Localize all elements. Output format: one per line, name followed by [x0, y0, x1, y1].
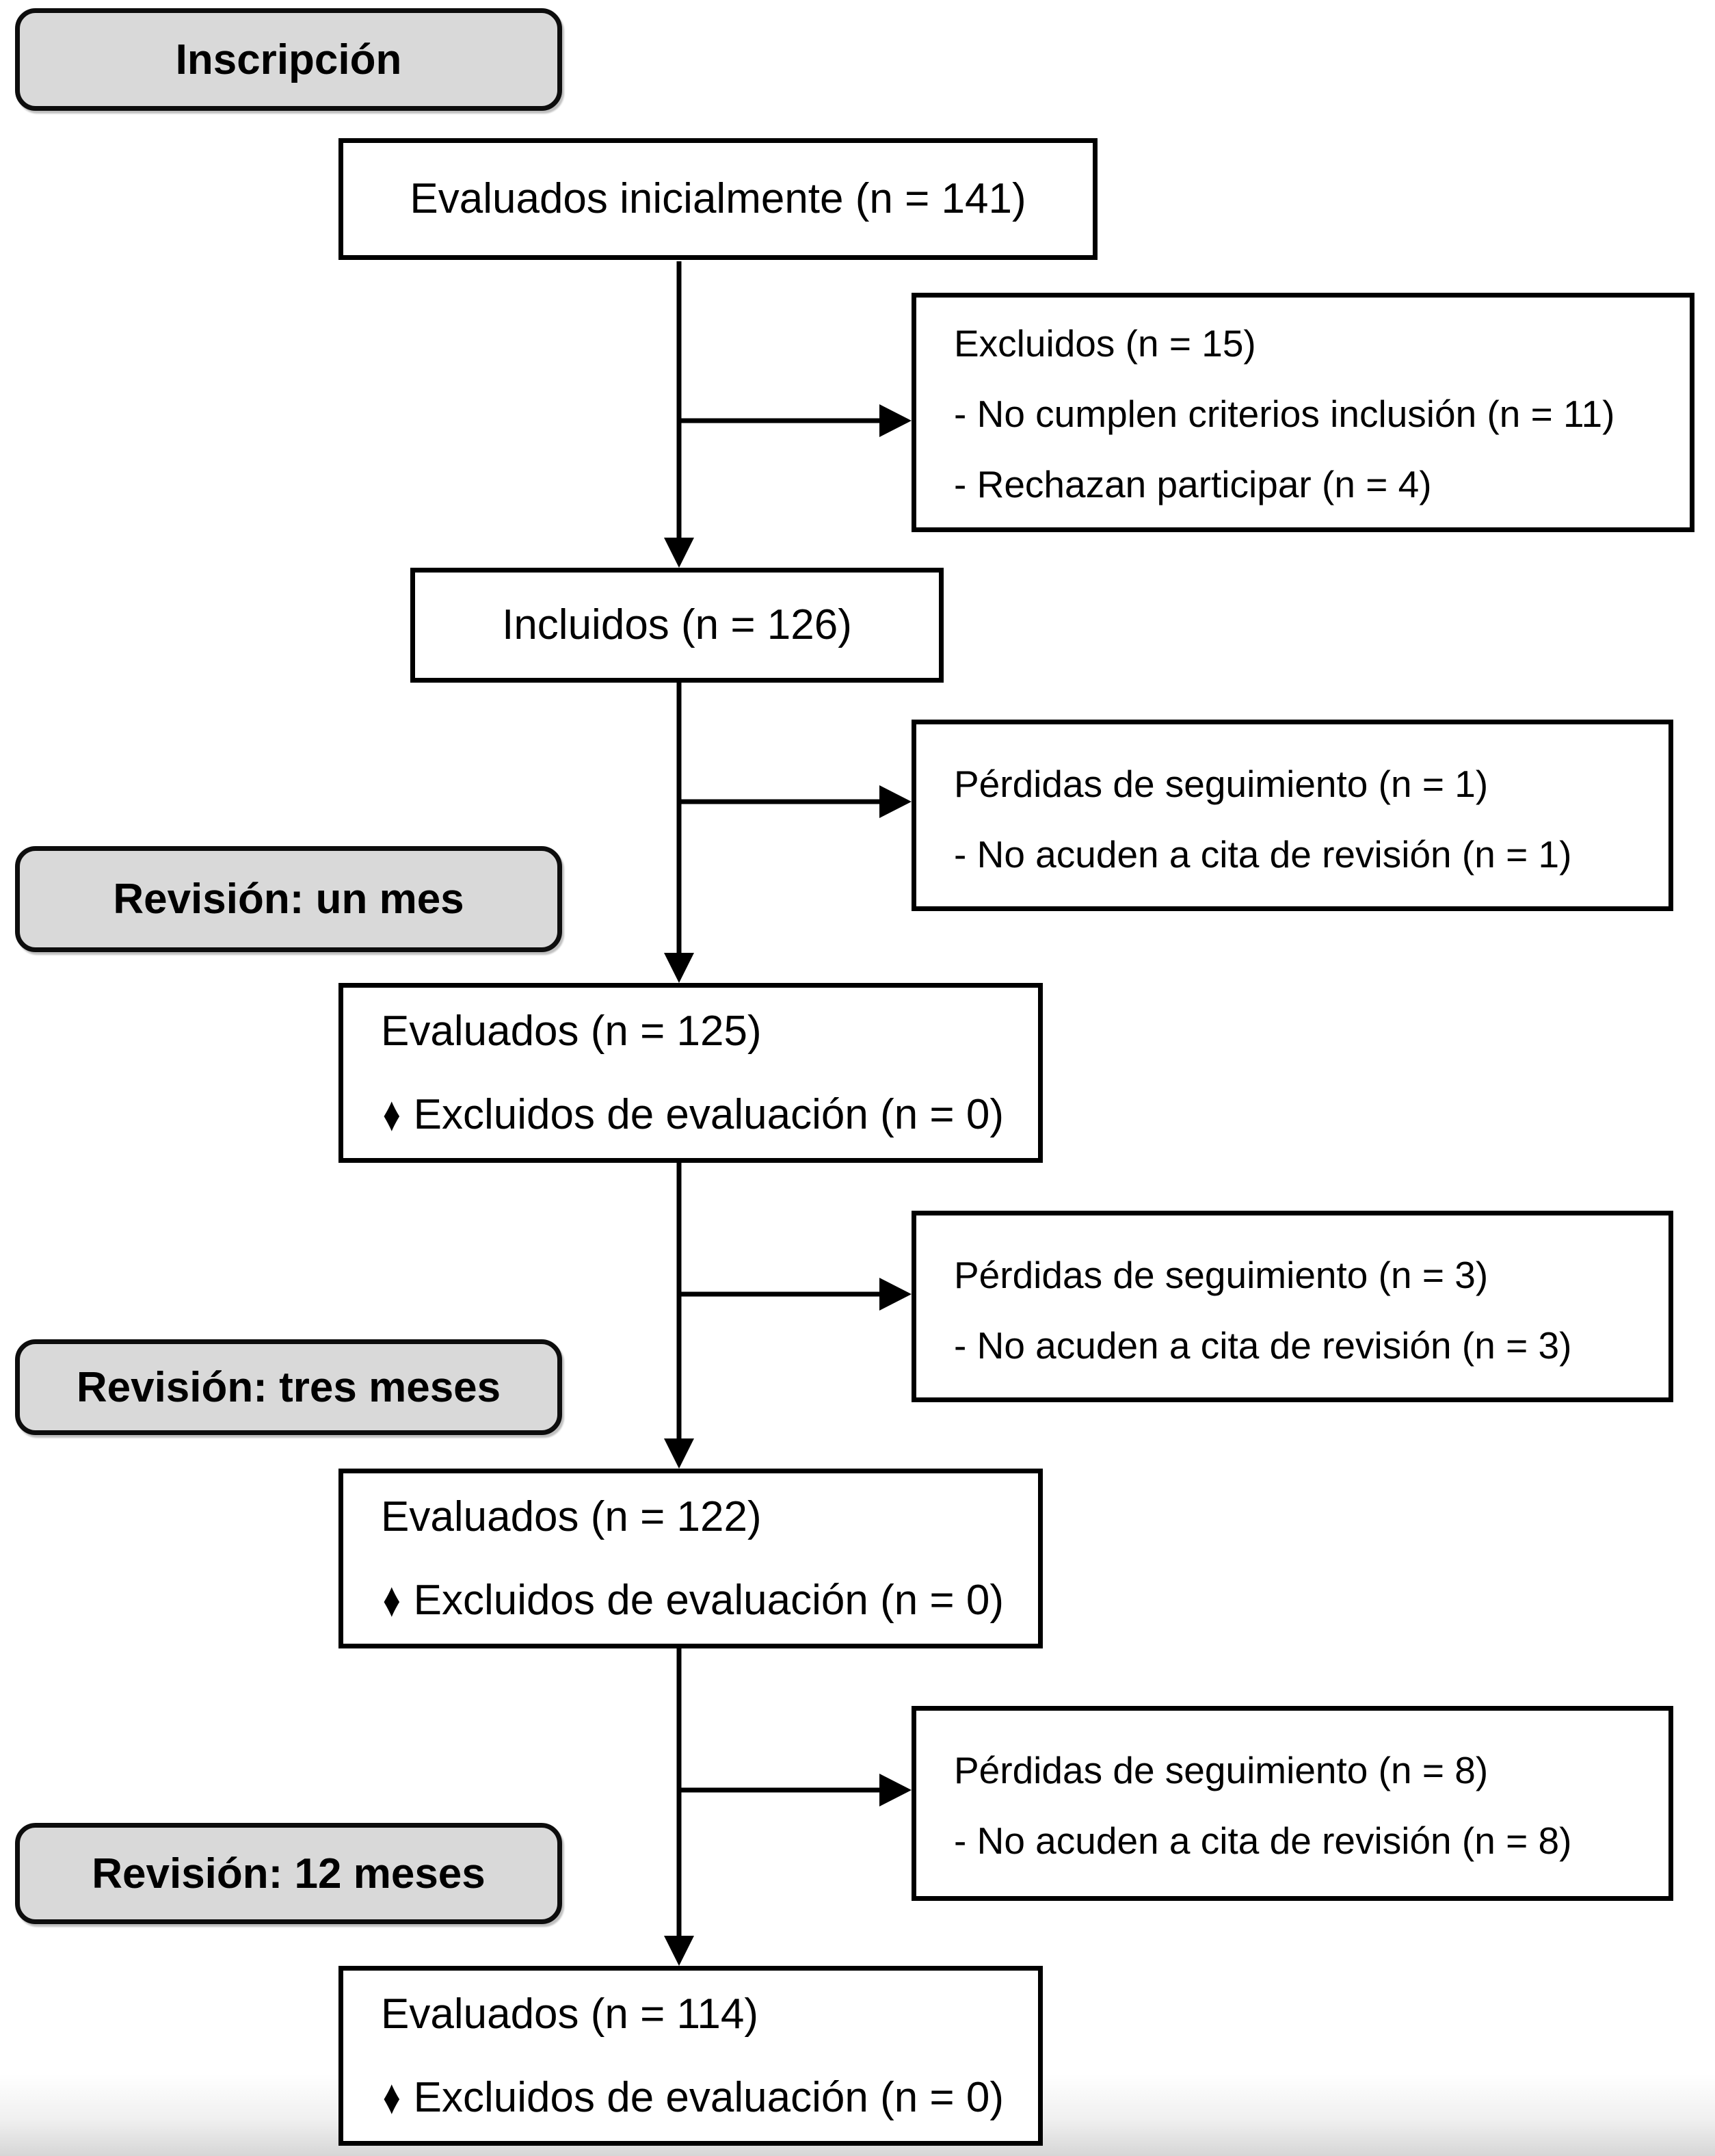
arrow-down-icon [664, 1438, 694, 1469]
stage-label-revision-12-meses: Revisión: 12 meses [15, 1823, 562, 1924]
box-text: Evaluados (n = 125) [381, 1007, 762, 1055]
box-line: - No acuden a cita de revisión (n = 8) [954, 1819, 1572, 1862]
box-line: - No acuden a cita de revisión (n = 1) [954, 833, 1572, 876]
diamond-bullet-icon: ♦ [382, 2070, 401, 2125]
box-text: Incluidos (n = 126) [502, 601, 852, 649]
box-text: Evaluados (n = 114) [381, 1990, 759, 2038]
diamond-bullet-icon: ♦ [382, 1573, 401, 1627]
stage-label-text: Revisión: 12 meses [92, 1850, 486, 1897]
stage-label-inscripcion: Inscripción [15, 8, 562, 111]
box-line: ♦Excluidos de evaluación (n = 0) [381, 1559, 1038, 1642]
arrow-right-icon [879, 1774, 912, 1806]
box-text: Evaluados inicialmente (n = 141) [410, 175, 1026, 223]
arrow-right-icon [879, 1278, 912, 1311]
arrow-right-icon [879, 404, 912, 437]
box-text: Excluidos de evaluación (n = 0) [413, 1090, 1004, 1138]
box-line: - No acuden a cita de revisión (n = 3) [954, 1324, 1572, 1367]
box-evaluados-tres-meses: Evaluados (n = 122) ♦Excluidos de evalua… [338, 1469, 1043, 1648]
arrow-down-icon [664, 538, 694, 568]
box-line: Pérdidas de seguimiento (n = 8) [954, 1749, 1489, 1791]
box-line: Evaluados (n = 114) [381, 1973, 1038, 2056]
box-perdidas-un-mes: Pérdidas de seguimiento (n = 1) - No acu… [912, 720, 1673, 911]
box-line: - No cumplen criterios inclusión (n = 11… [954, 393, 1615, 435]
box-perdidas-12-meses: Pérdidas de seguimiento (n = 8) - No acu… [912, 1706, 1673, 1901]
arrow-down-icon [664, 1936, 694, 1966]
box-line: - Rechazan participar (n = 4) [954, 463, 1432, 505]
box-evaluados-un-mes: Evaluados (n = 125) ♦Excluidos de evalua… [338, 983, 1043, 1163]
stage-label-revision-un-mes: Revisión: un mes [15, 846, 562, 952]
box-text: Excluidos de evaluación (n = 0) [413, 1576, 1004, 1624]
box-line: Evaluados (n = 122) [381, 1475, 1038, 1559]
box-line: Evaluados (n = 125) [381, 990, 1038, 1073]
arrow-down-icon [664, 953, 694, 983]
box-line: ♦Excluidos de evaluación (n = 0) [381, 1073, 1038, 1157]
box-line: ♦Excluidos de evaluación (n = 0) [381, 2056, 1038, 2140]
box-line: Pérdidas de seguimiento (n = 1) [954, 763, 1489, 805]
stage-label-text: Inscripción [175, 36, 402, 83]
box-evaluados-12-meses: Evaluados (n = 114) ♦Excluidos de evalua… [338, 1966, 1043, 2146]
box-excluidos: Excluidos (n = 15) - No cumplen criterio… [912, 293, 1694, 532]
stage-label-text: Revisión: un mes [113, 876, 464, 923]
arrow-right-icon [879, 785, 912, 818]
box-evaluados-inicialmente: Evaluados inicialmente (n = 141) [338, 138, 1098, 260]
diamond-bullet-icon: ♦ [382, 1087, 401, 1142]
box-text: Evaluados (n = 122) [381, 1493, 762, 1540]
box-line: Excluidos (n = 15) [954, 322, 1256, 365]
box-text: Excluidos de evaluación (n = 0) [413, 2073, 1004, 2121]
box-incluidos: Incluidos (n = 126) [410, 568, 944, 683]
box-perdidas-tres-meses: Pérdidas de seguimiento (n = 3) - No acu… [912, 1211, 1673, 1402]
stage-label-revision-tres-meses: Revisión: tres meses [15, 1339, 562, 1435]
stage-label-text: Revisión: tres meses [76, 1363, 501, 1411]
box-line: Pérdidas de seguimiento (n = 3) [954, 1254, 1489, 1296]
